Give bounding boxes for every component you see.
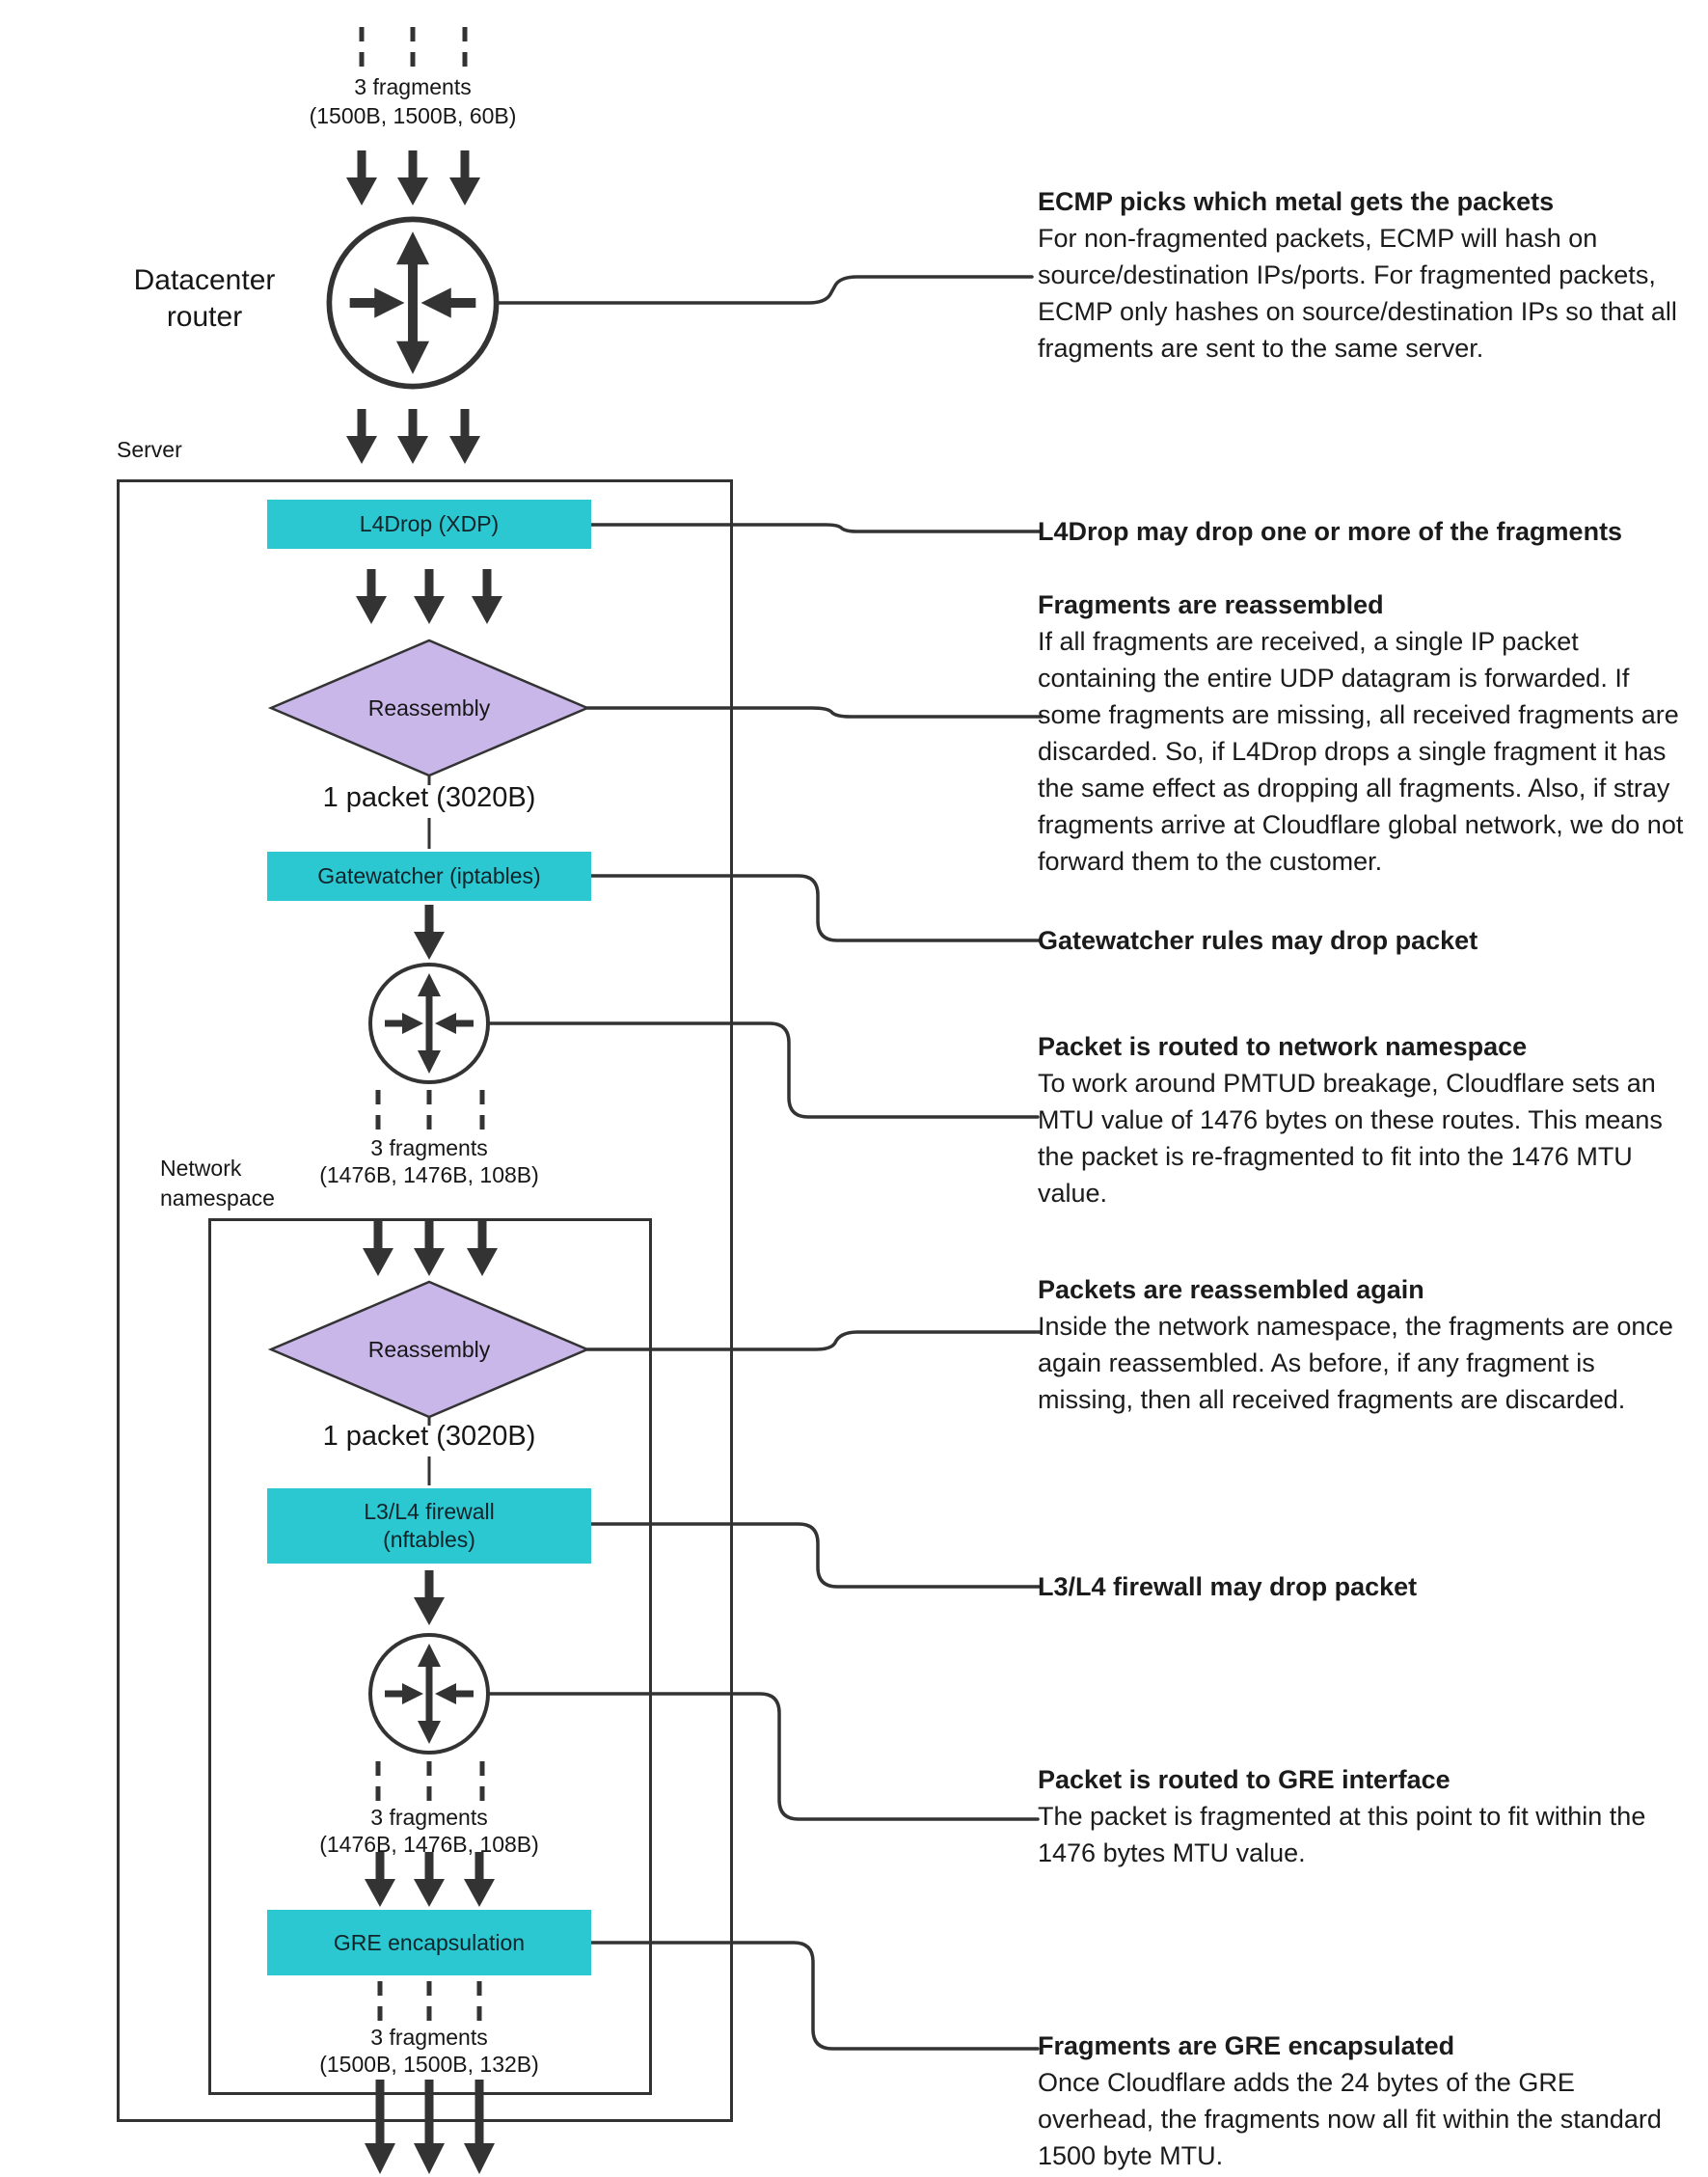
packet-label: 1 packet (3020B): [322, 1421, 536, 1452]
annotation-ecmp: ECMP picks which metal gets the packets …: [1038, 183, 1695, 367]
annotation-title: Packets are reassembled again: [1038, 1275, 1424, 1304]
annotation-body: For non-fragmented packets, ECMP will ha…: [1038, 224, 1677, 363]
out-fragments-label: 3 fragments: [370, 2025, 488, 2050]
reassembly-label: Reassembly: [367, 695, 491, 721]
ns-fragments-sizes: (1476B, 1476B, 108B): [319, 1162, 539, 1187]
reassembly-label: Reassembly: [367, 1337, 491, 1362]
server-label: Server: [117, 437, 182, 462]
annotation-title: Packet is routed to network namespace: [1038, 1032, 1528, 1061]
ns-fragments-label: 3 fragments: [370, 1135, 488, 1160]
annotation-body: Once Cloudflare adds the 24 bytes of the…: [1038, 2068, 1662, 2170]
router-icon: [329, 219, 496, 386]
annotation-body: If all fragments are received, a single …: [1038, 627, 1684, 876]
annotation-connector-line: [495, 275, 1034, 305]
down-arrow-icon: [449, 150, 480, 205]
annotation-title: Packet is routed to GRE interface: [1038, 1765, 1450, 1794]
top-fragments-label: 3 fragments: [354, 74, 472, 99]
annotation-title: ECMP picks which metal gets the packets: [1038, 187, 1555, 216]
gre-encapsulation-node: GRE encapsulation: [267, 1910, 591, 1975]
annotation-title: L3/L4 firewall may drop packet: [1038, 1572, 1418, 1601]
annotation-route-gre: Packet is routed to GRE interface The pa…: [1038, 1761, 1695, 1871]
top-fragments-sizes: (1500B, 1500B, 60B): [309, 103, 517, 128]
l4drop-label: L4Drop (XDP): [359, 511, 500, 536]
annotation-body: Inside the network namespace, the fragme…: [1038, 1312, 1673, 1414]
annotation-gatewatcher: Gatewatcher rules may drop packet: [1038, 922, 1695, 959]
down-arrow-icon: [449, 409, 480, 464]
down-arrow-icon: [397, 409, 428, 464]
datacenter-router-label: Datacenter router: [133, 264, 276, 333]
annotation-gre-encap: Fragments are GRE encapsulated Once Clou…: [1038, 2027, 1695, 2174]
network-namespace-label: Network namespace: [160, 1156, 275, 1211]
gre-fragments-sizes: (1476B, 1476B, 108B): [319, 1832, 539, 1857]
gre-fragments-label: 3 fragments: [370, 1805, 488, 1830]
annotation-route-ns: Packet is routed to network namespace To…: [1038, 1028, 1695, 1211]
annotation-body: To work around PMTUD breakage, Cloudflar…: [1038, 1069, 1663, 1208]
annotation-reassembly: Fragments are reassembled If all fragmen…: [1038, 586, 1695, 880]
l3l4-firewall-node: L3/L4 firewall (nftables): [267, 1488, 591, 1564]
l4drop-node: L4Drop (XDP): [267, 500, 591, 549]
annotation-l4drop: L4Drop may drop one or more of the fragm…: [1038, 513, 1695, 550]
down-arrow-icon: [346, 409, 377, 464]
down-arrow-icon: [397, 150, 428, 205]
annotation-reassembly-again: Packets are reassembled again Inside the…: [1038, 1271, 1695, 1418]
annotation-firewall: L3/L4 firewall may drop packet: [1038, 1568, 1695, 1605]
l3l4-firewall-sublabel: (nftables): [383, 1527, 475, 1552]
gatewatcher-node: Gatewatcher (iptables): [267, 852, 591, 901]
annotation-title: Fragments are GRE encapsulated: [1038, 2031, 1455, 2060]
l3l4-firewall-label: L3/L4 firewall: [364, 1499, 495, 1524]
annotation-body: The packet is fragmented at this point t…: [1038, 1802, 1646, 1867]
annotation-title: L4Drop may drop one or more of the fragm…: [1038, 517, 1623, 546]
gatewatcher-label: Gatewatcher (iptables): [317, 863, 541, 888]
annotation-title: Fragments are reassembled: [1038, 590, 1384, 619]
annotation-title: Gatewatcher rules may drop packet: [1038, 926, 1478, 955]
out-fragments-sizes: (1500B, 1500B, 132B): [319, 2052, 539, 2077]
packet-label: 1 packet (3020B): [322, 782, 536, 813]
gre-encapsulation-label: GRE encapsulation: [333, 1929, 526, 1955]
down-arrow-icon: [346, 150, 377, 205]
